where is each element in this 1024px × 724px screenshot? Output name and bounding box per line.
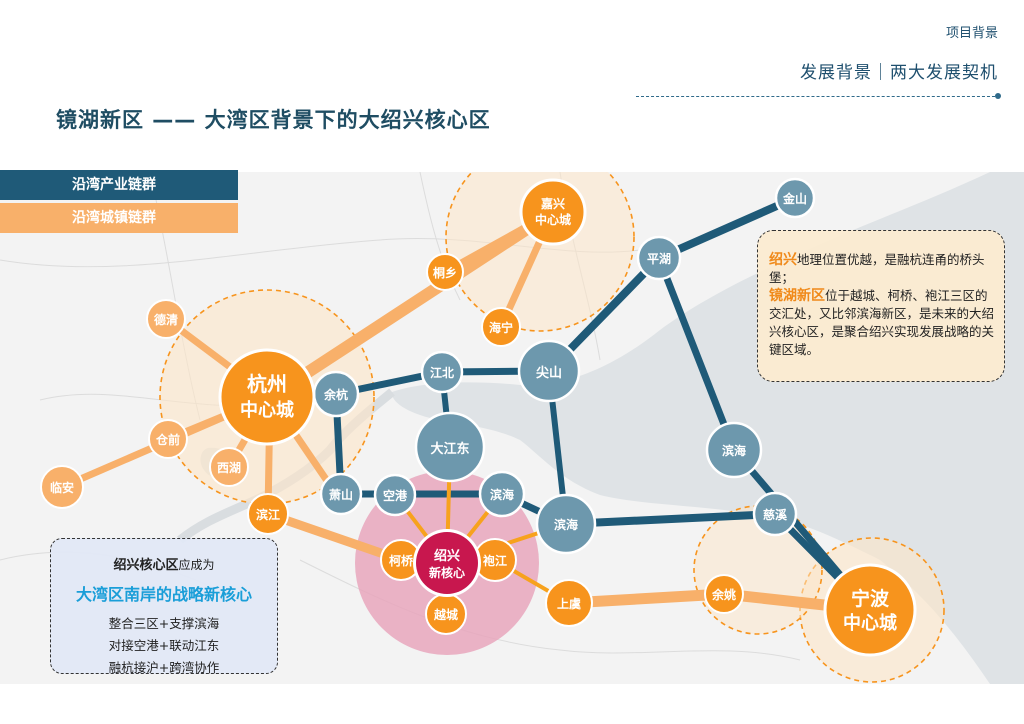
node-label: 大江东 [430, 441, 469, 457]
node-yuyao: 余姚 [704, 574, 744, 614]
node-shangyu: 上虞 [545, 579, 593, 627]
node-label: 上虞 [557, 596, 581, 611]
core-box-lead-suffix: 应成为 [178, 558, 215, 572]
node-linan: 临安 [40, 465, 84, 509]
node-jianshan: 尖山 [517, 339, 581, 403]
node-label: 仓前 [155, 432, 180, 447]
node-label-line2: 中心城 [240, 399, 294, 421]
node-dajiangdong: 大江东 [414, 411, 486, 483]
node-yuhang: 余杭 [312, 370, 360, 418]
header-divider-dot [995, 93, 1001, 99]
core-box-item: 对接空港+联动江东 [108, 638, 220, 653]
node-label-line2: 中心城 [535, 212, 571, 227]
core-area-box: 绍兴核心区应成为 大湾区南岸的战略新核心 整合三区+支撑滨海 对接空港+联动江东… [50, 538, 278, 675]
node-jinshan: 金山 [774, 177, 816, 219]
node-label: 金山 [782, 191, 807, 206]
node-label-line2: 中心城 [843, 612, 897, 634]
node-label-line1: 嘉兴 [540, 196, 565, 211]
core-box-item: 整合三区+支撑滨海 [108, 616, 220, 631]
node-label: 平湖 [647, 251, 671, 266]
node-label-line1: 绍兴 [434, 548, 460, 564]
node-paojiang: 袍江 [473, 538, 517, 582]
core-box-lead: 绍兴核心区应成为 [51, 554, 277, 573]
node-label: 余杭 [323, 387, 348, 402]
node-label: 尖山 [536, 365, 562, 381]
node-label: 滨海 [722, 443, 746, 458]
jiaxing-halo [445, 172, 635, 332]
node-cangqian: 仓前 [148, 419, 188, 459]
core-box-lead-title: 绍兴核心区 [113, 558, 179, 573]
node-tongxiang: 桐乡 [426, 253, 464, 291]
node-xiaoshan: 萧山 [319, 472, 363, 516]
node-binhai-south: 滨海 [535, 493, 597, 555]
node-jiaxing-center: 嘉兴 中心城 [519, 178, 587, 246]
node-deqing: 德清 [146, 299, 186, 339]
node-keqiao: 柯桥 [380, 539, 422, 581]
node-label: 海宁 [489, 320, 513, 335]
node-haining: 海宁 [481, 307, 521, 347]
core-box-list: 整合三区+支撑滨海 对接空港+联动江东 融杭接沪+跨湾协作 [51, 613, 277, 679]
node-label: 萧山 [329, 487, 353, 502]
header-section: 项目背景 [945, 26, 998, 41]
node-label: 桐乡 [433, 265, 457, 280]
info-shaoxing-highlight: 绍兴 [769, 252, 797, 268]
node-label: 滨海 [490, 487, 514, 502]
header-divider [636, 96, 1000, 97]
node-yuecheng: 越城 [425, 593, 467, 635]
node-pinghu: 平湖 [636, 235, 682, 281]
legend-town-chain: 沿湾城镇链群 [0, 203, 238, 233]
node-binjiang: 滨江 [247, 493, 289, 535]
node-shaoxing-core: 绍兴 新核心 [413, 529, 481, 597]
node-label: 江北 [430, 365, 454, 380]
node-label: 临安 [50, 480, 74, 495]
node-jiangbei: 江北 [420, 350, 464, 394]
node-hangzhou-center: 杭州 中心城 [218, 348, 316, 446]
node-label: 慈溪 [763, 507, 788, 522]
core-box-item: 融杭接沪+跨湾协作 [108, 660, 220, 675]
info-jinghu-text: 位于越城、柯桥、袍江三区的交汇处，又比邻滨海新区，是未来的大绍兴核心区，是聚合绍… [769, 288, 995, 357]
node-ningbo-center: 宁波 中心城 [823, 563, 917, 657]
node-label: 滨江 [256, 507, 280, 522]
legend-industry-chain: 沿湾产业链群 [0, 170, 238, 200]
info-box: 绍兴地理位置优越，是融杭连甬的桥头堡； 镜湖新区位于越城、柯桥、袍江三区的交汇处… [757, 230, 1005, 382]
node-label-line1: 宁波 [851, 587, 890, 610]
page-title: 镜湖新区 —— 大湾区背景下的大绍兴核心区 [56, 108, 491, 132]
node-label: 滨海 [554, 517, 578, 532]
node-label: 空港 [383, 488, 408, 503]
node-konggang: 空港 [373, 473, 417, 517]
info-jinghu-highlight: 镜湖新区 [769, 288, 825, 304]
node-cixi: 慈溪 [752, 491, 798, 537]
node-binhai-core: 滨海 [478, 470, 526, 518]
node-label: 西湖 [217, 460, 241, 475]
node-binhai-east: 滨海 [705, 421, 763, 479]
node-label: 袍江 [482, 553, 507, 568]
info-shaoxing-text: 地理位置优越，是融杭连甬的桥头堡； [769, 252, 985, 285]
node-label-line2: 新核心 [429, 565, 465, 580]
node-label: 余姚 [711, 587, 736, 602]
node-label: 越城 [433, 607, 458, 622]
node-label: 柯桥 [389, 553, 414, 568]
header-subtitle: 发展背景｜两大发展契机 [800, 63, 998, 83]
node-label: 德清 [154, 312, 178, 327]
node-xihu: 西湖 [209, 447, 249, 487]
node-label-line1: 杭州 [247, 372, 287, 396]
core-box-headline: 大湾区南岸的战略新核心 [75, 585, 252, 604]
